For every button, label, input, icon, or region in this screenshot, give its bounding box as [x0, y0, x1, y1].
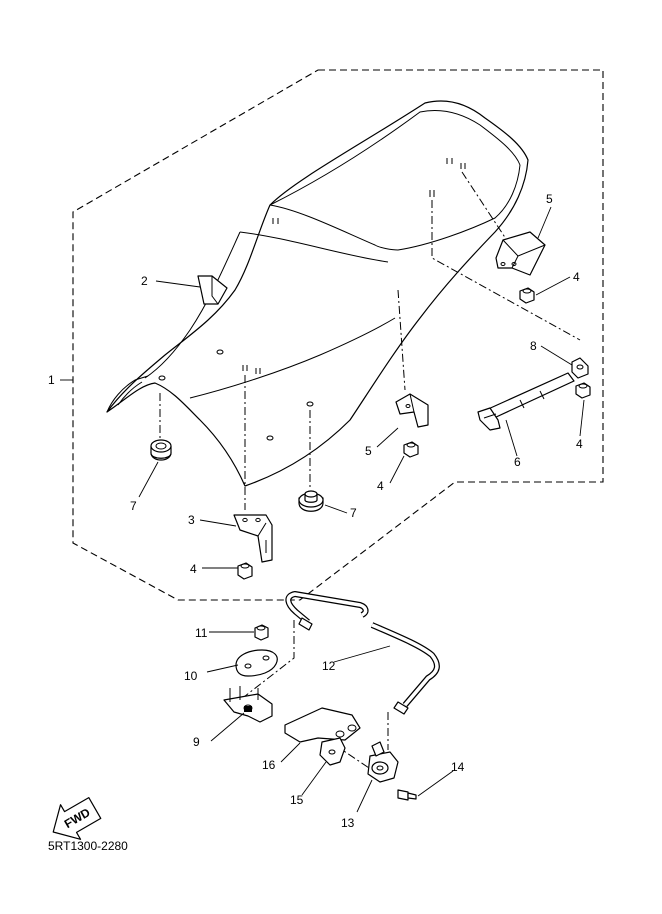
- strap-part-6: [477, 372, 575, 431]
- callout-7-a: 7: [130, 499, 137, 513]
- hook-part-9: [223, 686, 273, 723]
- callout-6: 6: [514, 455, 521, 469]
- callout-8: 8: [530, 339, 537, 353]
- plate-part-10: [235, 649, 278, 677]
- seat: [106, 100, 529, 487]
- fwd-arrow-icon: FWD: [52, 797, 102, 840]
- bracket-part-5-lower: [395, 393, 429, 428]
- callout-7-b: 7: [350, 506, 357, 520]
- leader-lines: [60, 206, 585, 813]
- bolt-part-11: [254, 624, 269, 641]
- drawing-number: 5RT1300-2280: [48, 839, 128, 853]
- bracket-part-15: [319, 737, 346, 766]
- bracket-part-5-upper: [495, 231, 546, 276]
- nut-part-4-b: [403, 441, 419, 458]
- callout-5-b: 5: [365, 444, 372, 458]
- callouts: 1 2 3 4 4 4 4 5 5 6 7 7 8 9 10 11 12 13 …: [48, 192, 583, 830]
- nut-part-4-c: [519, 287, 535, 304]
- callout-15: 15: [290, 793, 304, 807]
- callout-3: 3: [188, 513, 195, 527]
- screw-part-14: [397, 789, 417, 801]
- callout-4-b: 4: [377, 479, 384, 493]
- bracket-part-16: [284, 707, 361, 743]
- assembly-centerlines: [159, 171, 581, 773]
- seat-hook-part-2: [197, 275, 228, 305]
- callout-10: 10: [184, 669, 198, 683]
- callout-11: 11: [195, 626, 208, 640]
- callout-16: 16: [262, 758, 276, 772]
- callout-12: 12: [322, 659, 336, 673]
- damper-part-7-left: [150, 439, 172, 461]
- callout-5-a: 5: [546, 192, 553, 206]
- callout-1: 1: [48, 373, 55, 387]
- bracket-part-3: [233, 514, 273, 563]
- lock-part-13: [367, 741, 399, 783]
- clip-part-8: [571, 357, 589, 379]
- nut-part-4-d: [575, 382, 591, 399]
- callout-9: 9: [193, 735, 200, 749]
- callout-4-a: 4: [190, 562, 197, 576]
- callout-4-d: 4: [576, 437, 583, 451]
- callout-4-c: 4: [573, 270, 580, 284]
- assembly-boundary: [72, 69, 604, 601]
- damper-part-7-right: [298, 490, 324, 512]
- callout-14: 14: [451, 760, 465, 774]
- nut-part-4-a: [237, 562, 253, 580]
- cable-part-12: [285, 591, 440, 715]
- callout-2: 2: [141, 274, 148, 288]
- callout-13: 13: [341, 816, 355, 830]
